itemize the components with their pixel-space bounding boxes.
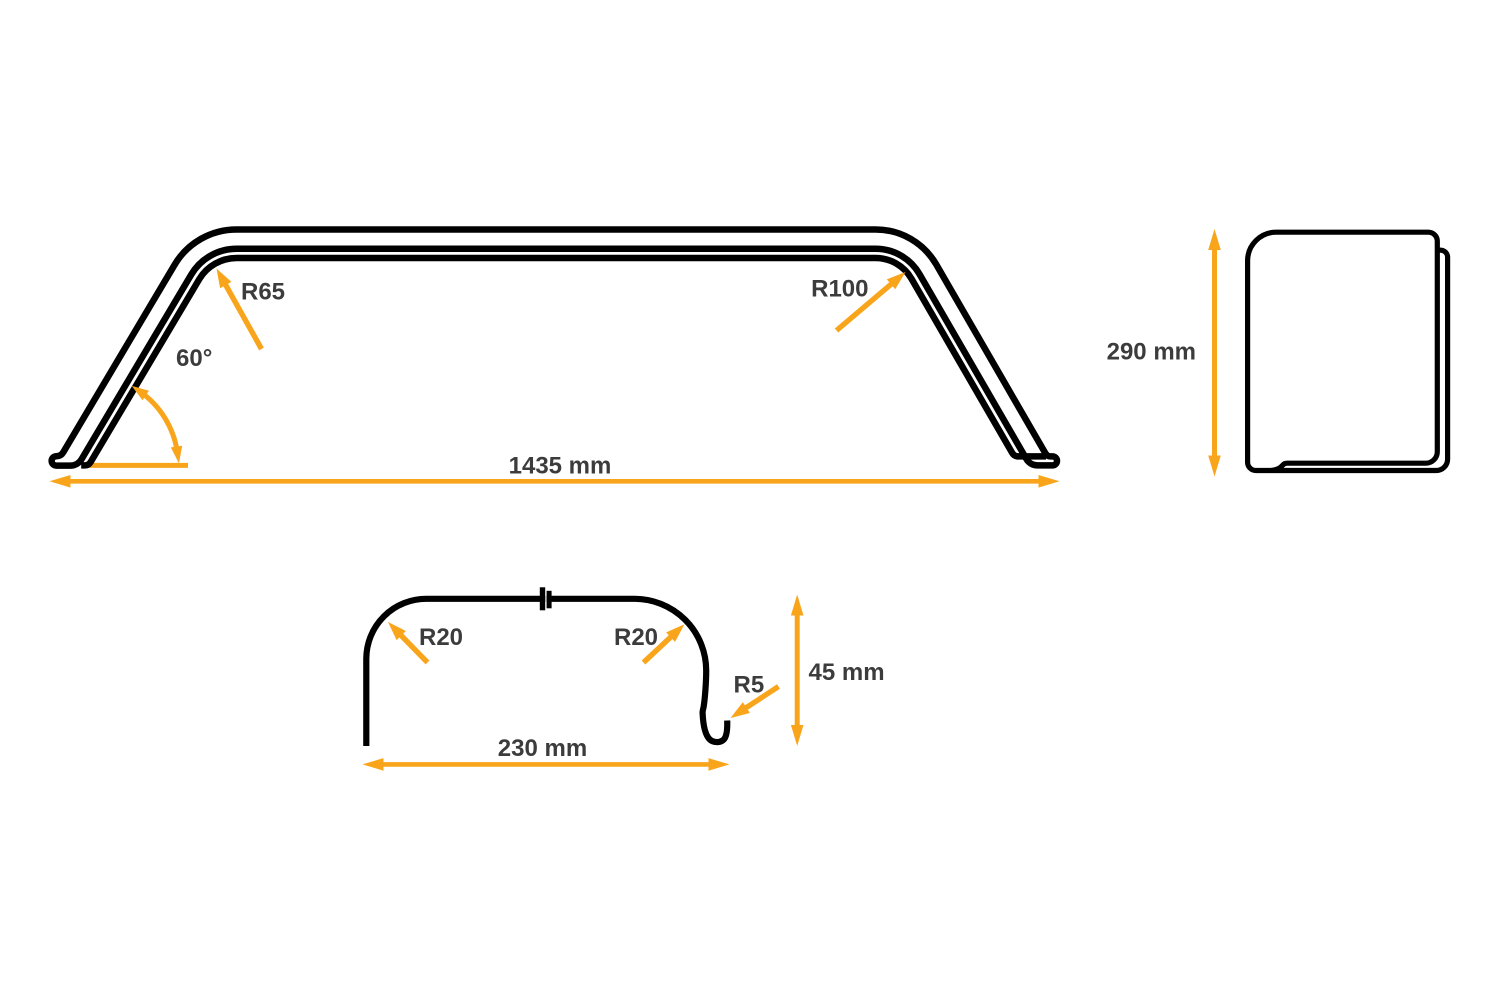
svg-text:290 mm: 290 mm <box>1107 339 1196 366</box>
svg-text:45 mm: 45 mm <box>809 659 885 686</box>
svg-text:R65: R65 <box>241 279 285 306</box>
svg-text:R5: R5 <box>734 672 765 699</box>
svg-text:1435 mm: 1435 mm <box>509 453 612 480</box>
svg-text:230 mm: 230 mm <box>498 735 587 762</box>
svg-text:R20: R20 <box>419 624 463 651</box>
svg-text:R100: R100 <box>811 276 868 303</box>
svg-text:60°: 60° <box>176 345 212 372</box>
svg-text:R20: R20 <box>614 624 658 651</box>
